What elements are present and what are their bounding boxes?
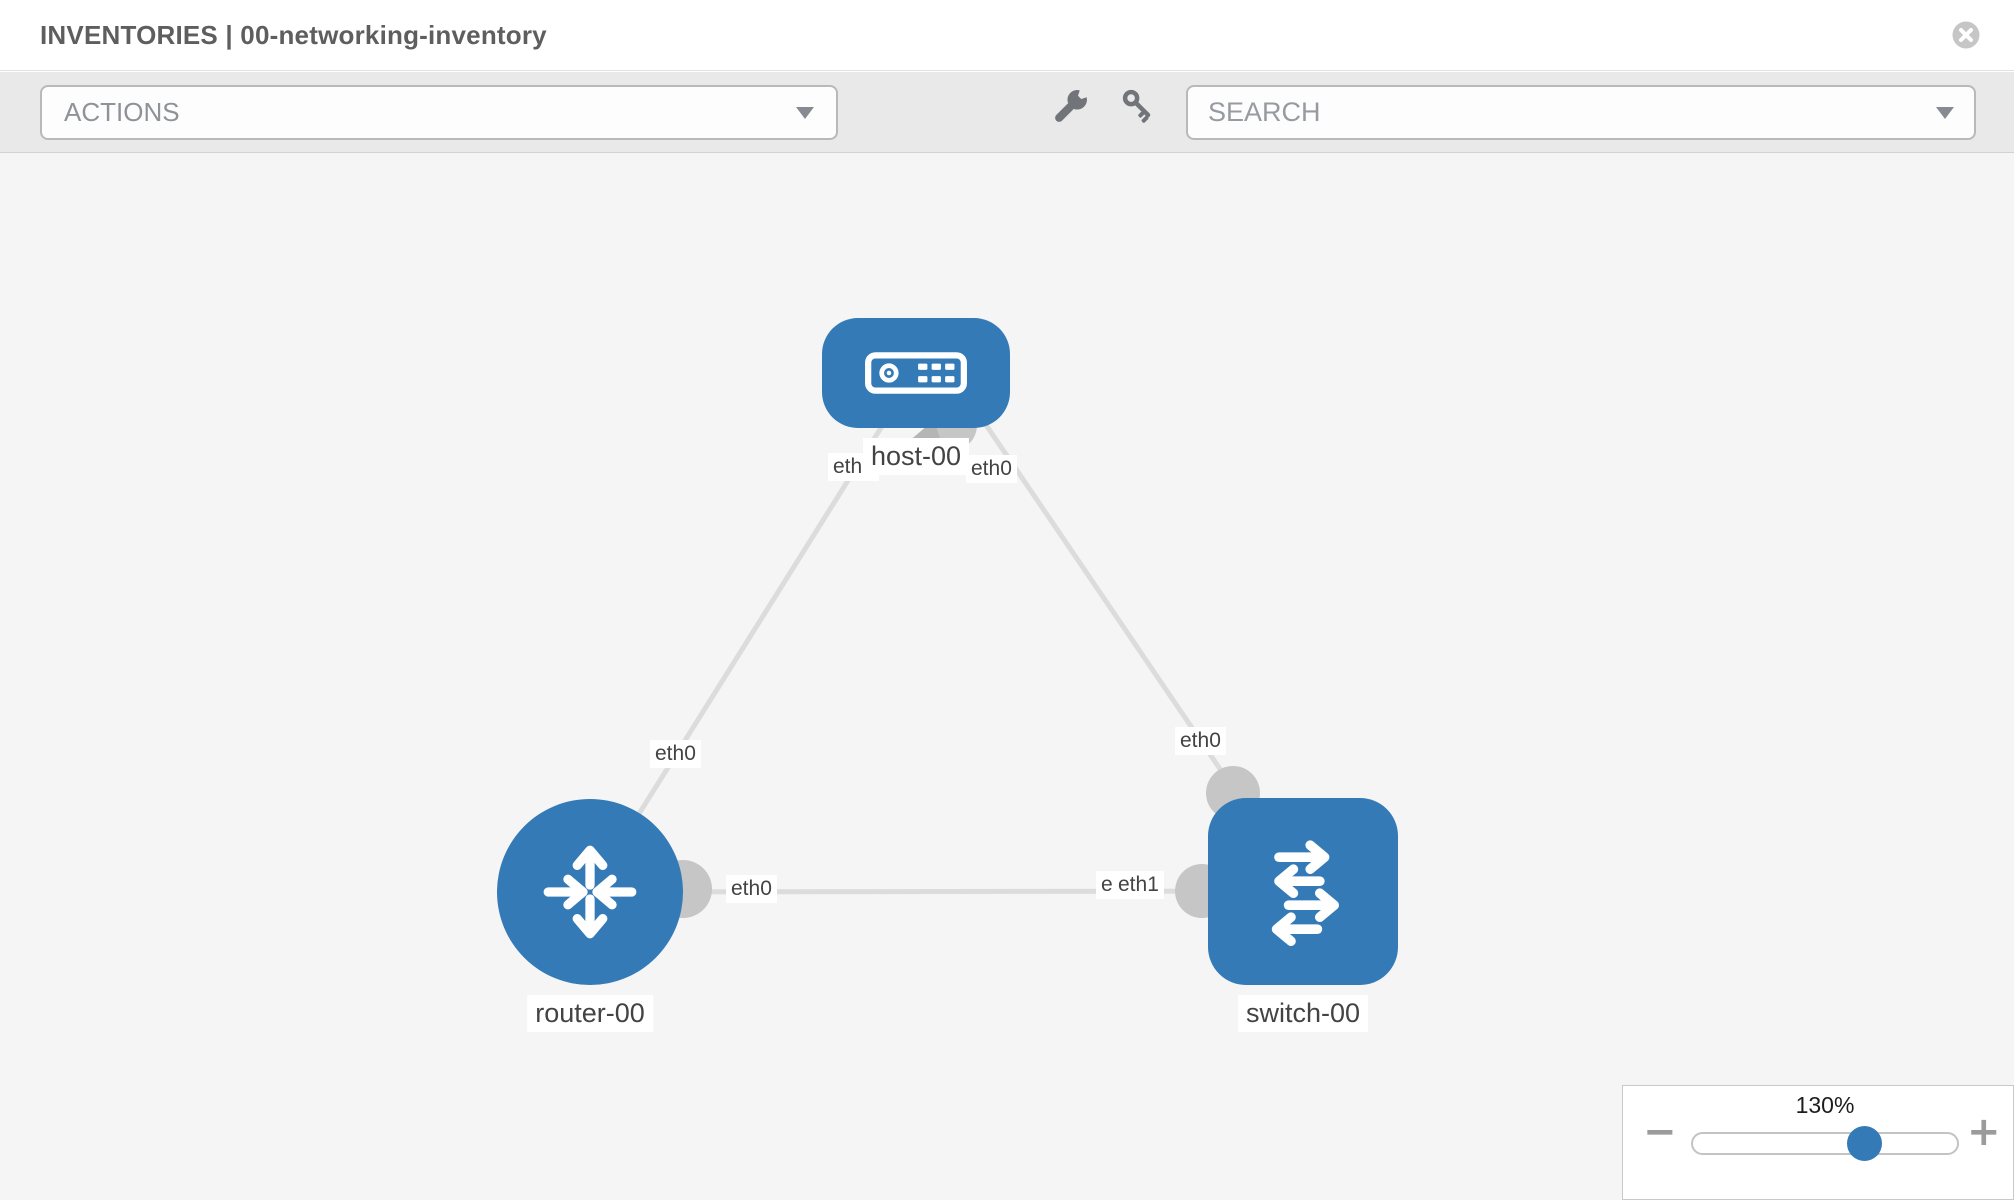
key-icon bbox=[1122, 89, 1151, 123]
search-input[interactable] bbox=[1208, 97, 1936, 128]
zoom-in-button[interactable]: + bbox=[1967, 1109, 2001, 1155]
wrench-icon bbox=[1055, 89, 1087, 122]
node-label-host: host-00 bbox=[862, 438, 970, 475]
topology-canvas[interactable]: host-00 eth0 eth0 eth0 eth0 eth0 eth0 et… bbox=[0, 153, 2014, 1200]
actions-dropdown-label: ACTIONS bbox=[64, 97, 180, 127]
node-router-00[interactable] bbox=[497, 799, 683, 985]
zoom-panel: 130% − + bbox=[1622, 1085, 2014, 1200]
node-host-00[interactable] bbox=[822, 318, 1010, 428]
configure-button[interactable] bbox=[1048, 84, 1094, 130]
node-switch-00[interactable] bbox=[1208, 798, 1398, 985]
zoom-slider-knob[interactable] bbox=[1847, 1126, 1882, 1161]
zoom-out-button[interactable]: − bbox=[1643, 1109, 1677, 1155]
credentials-button[interactable] bbox=[1116, 84, 1162, 130]
switch-icon bbox=[1271, 839, 1339, 946]
toolbar: ACTIONS bbox=[0, 72, 2014, 153]
node-label-switch: switch-00 bbox=[1237, 995, 1369, 1032]
chevron-down-icon bbox=[1936, 106, 1954, 119]
port-label-router-eth0-right: eth0 bbox=[726, 875, 777, 903]
header: INVENTORIES | 00-networking-inventory bbox=[0, 0, 2014, 71]
port-label-host-eth0-right: eth0 bbox=[966, 455, 1017, 483]
node-label-router: router-00 bbox=[527, 995, 653, 1032]
port-label-switch-eth0-top: eth0 bbox=[1175, 727, 1226, 755]
zoom-slider-track[interactable] bbox=[1691, 1126, 1959, 1161]
page-title: INVENTORIES | 00-networking-inventory bbox=[40, 20, 547, 50]
close-icon bbox=[1952, 21, 1980, 49]
zoom-level-value: 130% bbox=[1795, 1092, 1855, 1118]
port-label-switch-eth1-left: eth1 bbox=[1113, 871, 1164, 899]
actions-dropdown[interactable]: ACTIONS bbox=[40, 85, 838, 140]
close-button[interactable] bbox=[1952, 21, 1980, 49]
search-dropdown[interactable] bbox=[1186, 85, 1976, 140]
chevron-down-icon bbox=[796, 106, 814, 119]
topology-edges-layer bbox=[587, 370, 1306, 918]
port-label-router-eth0-top: eth0 bbox=[650, 740, 701, 768]
host-icon bbox=[865, 352, 967, 394]
router-icon bbox=[543, 845, 637, 939]
